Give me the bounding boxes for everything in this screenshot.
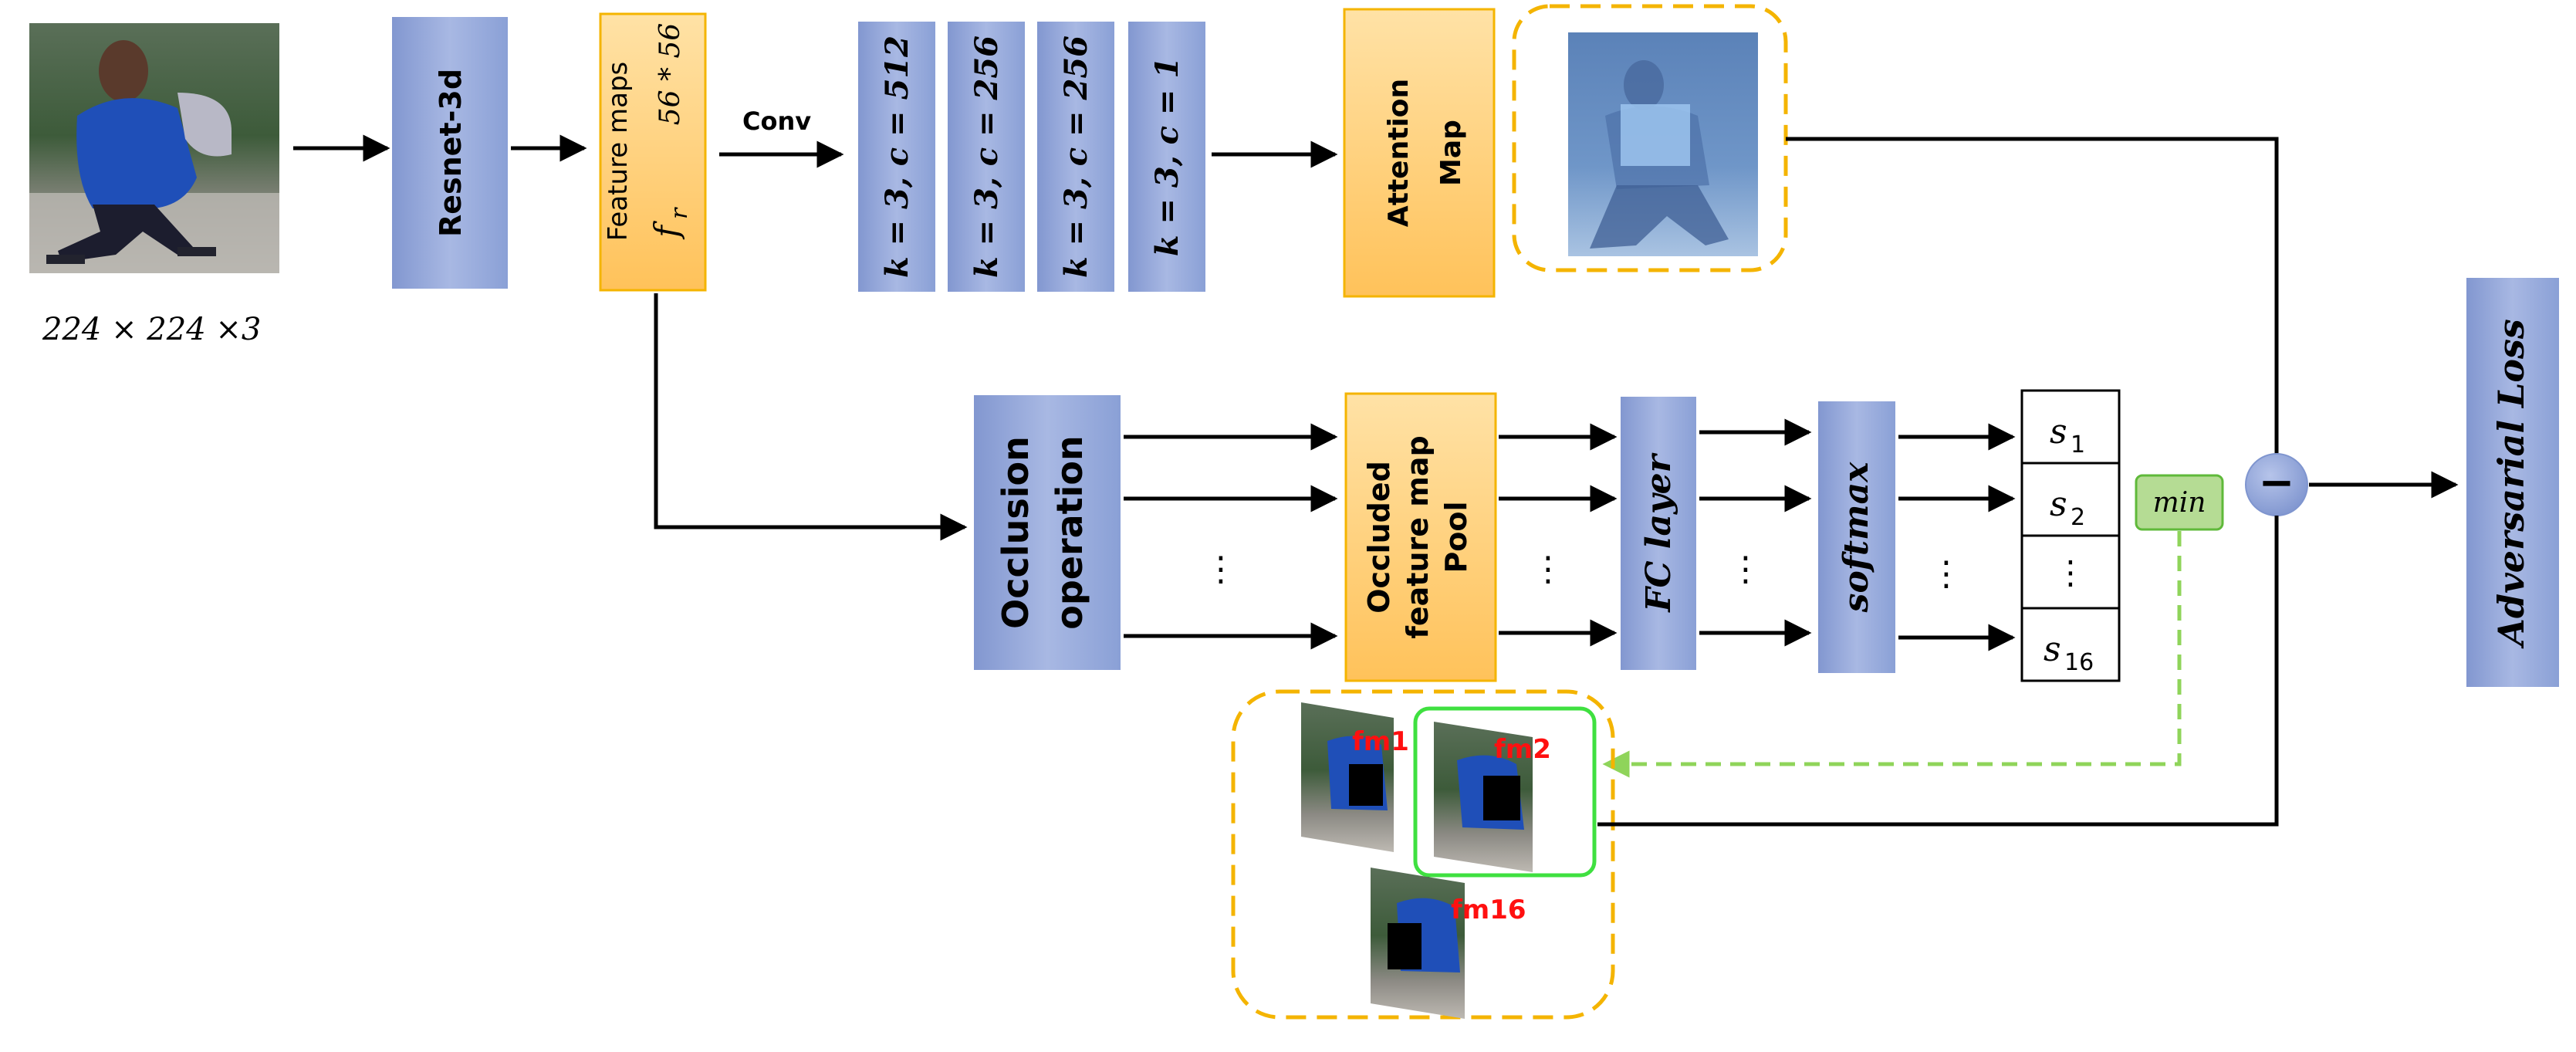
svg-text:1: 1 (2071, 431, 2085, 458)
softmax-block: softmax (1818, 401, 1895, 673)
attention-image-group (1512, 4, 1788, 272)
fc-layer-label: FC layer (1639, 452, 1678, 613)
min-label: min (2153, 487, 2206, 519)
conv-layer-3-label: k = 3, c = 256 (1058, 36, 1094, 278)
conv-layer-3: k = 3, c = 256 (1037, 22, 1114, 292)
score-table: s 1 s 2 ⋮ s 16 (2020, 389, 2121, 682)
occlusion-label-2: operation (1049, 435, 1090, 630)
occluded-map-fm16: fm16 (1371, 868, 1526, 1019)
attention-label-1: Attention (1383, 79, 1415, 227)
score-cell-1: s 1 (2050, 412, 2085, 458)
input-image (29, 23, 279, 273)
occluded-pool-block: Occluded feature map Pool (1344, 392, 1497, 682)
minus-symbol: − (2259, 458, 2295, 508)
svg-text:2: 2 (2071, 504, 2085, 531)
occlusion-patch-fm2 (1483, 776, 1520, 820)
fm16-label: fm16 (1451, 895, 1526, 925)
ellipsis-4: ⋮ (1929, 554, 1963, 594)
occluded-map-fm2: fm2 (1413, 706, 1597, 878)
conv-layer-1-label: k = 3, c = 512 (879, 36, 915, 278)
resnet-3d-block: Resnet-3d (392, 17, 508, 289)
svg-text:16: 16 (2064, 649, 2094, 676)
attention-map-block: Attention Map (1343, 8, 1496, 298)
ellipsis-1: ⋮ (1204, 550, 1238, 589)
conv-layer-4: k = 3, c = 1 (1128, 22, 1205, 292)
softmax-label: softmax (1837, 462, 1876, 613)
pool-label-3: Pool (1439, 501, 1473, 573)
svg-text:s: s (2050, 485, 2067, 524)
resnet-3d-label: Resnet-3d (434, 69, 468, 237)
conv-label: Conv (742, 107, 811, 136)
svg-text:⋮: ⋮ (2054, 553, 2087, 591)
line-attention-to-minus (1786, 137, 2279, 457)
score-cell-16: s 16 (2044, 630, 2094, 676)
ellipsis-2: ⋮ (1531, 550, 1565, 589)
conv-layer-2: k = 3, c = 256 (948, 22, 1025, 292)
svg-text:s: s (2044, 630, 2061, 669)
attention-highlight-region (1621, 104, 1690, 166)
ellipsis-3: ⋮ (1729, 550, 1763, 589)
pool-label-2: feature map (1401, 435, 1435, 638)
attention-label-2: Map (1435, 120, 1467, 186)
pool-label-1: Occluded (1362, 461, 1396, 614)
score-cell-ellipsis: ⋮ (2054, 553, 2087, 591)
svg-text:r: r (666, 207, 693, 219)
feature-maps-size: 56 * 56 (654, 23, 686, 126)
dashed-line-min-to-fm2 (1602, 531, 2182, 778)
occlusion-patch-fm16 (1388, 923, 1422, 969)
fm1-label: fm1 (1352, 726, 1409, 757)
svg-text:224 × 224 ×3: 224 × 224 ×3 (42, 312, 261, 347)
occlusion-patch-fm1 (1349, 764, 1383, 806)
fc-layer-block: FC layer (1621, 397, 1696, 670)
adversarial-loss-label: Adversarial Loss (2490, 319, 2532, 649)
occluded-maps-group: fm1 fm2 .. fm16 (1231, 689, 1615, 1020)
fm2-label: fm2 (1494, 734, 1551, 765)
conv-layer-1: k = 3, c = 512 (858, 22, 935, 292)
feature-maps-block: Feature maps 56 * 56 f r (599, 12, 707, 292)
conv-layer-4-label: k = 3, c = 1 (1149, 57, 1185, 256)
arrow-features-to-occlusion (654, 293, 968, 541)
conv-layer-2-label: k = 3, c = 256 (969, 36, 1005, 278)
occlusion-operation-block: Occlusion operation (974, 395, 1121, 670)
occlusion-label-1: Occlusion (995, 436, 1036, 629)
occluded-map-fm1: fm1 (1301, 702, 1409, 852)
input-size-label: 224 × 224 ×3 (42, 312, 261, 347)
adversarial-loss-block: Adversarial Loss (2466, 278, 2559, 687)
min-box: min (2135, 474, 2224, 531)
score-cell-2: s 2 (2050, 485, 2085, 531)
minus-operator: − (2245, 453, 2308, 516)
feature-maps-label: Feature maps (603, 62, 634, 242)
line-fm2-to-minus (1597, 516, 2279, 827)
svg-text:s: s (2050, 412, 2067, 452)
